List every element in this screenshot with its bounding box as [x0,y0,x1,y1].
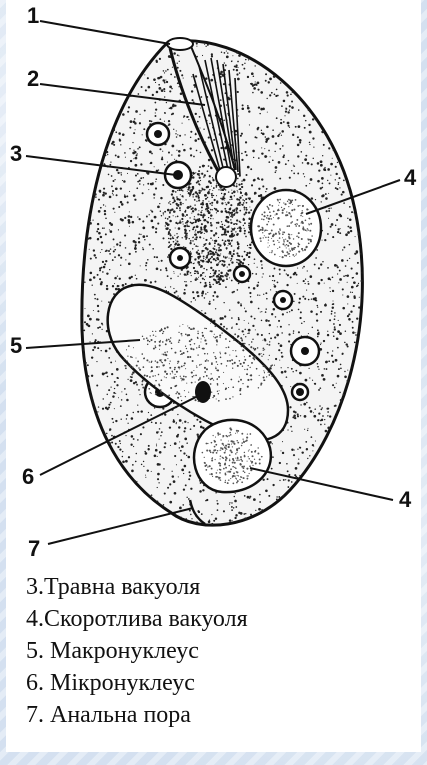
label-6: 6 [22,464,34,490]
label-1: 1 [27,3,39,29]
label-3: 3 [10,141,22,167]
contractile-vacuole-top [251,190,321,266]
legend-item-micronucleus: 6. Мікронуклеус [26,667,248,699]
micronucleus [195,381,211,403]
legend-item-food-vacuole: 3.Травна вакуоля [26,571,248,603]
label-5: 5 [10,333,22,359]
legend-item-anal-pore: 7. Анальна пора [26,699,248,731]
legend-list: 3.Травна вакуоля 4.Скоротлива вакуоля 5.… [26,571,248,731]
label-4a: 4 [404,165,416,191]
legend-item-macronucleus: 5. Макронуклеус [26,635,248,667]
contractile-vacuole-bottom [194,420,271,492]
forming-food-vacuole [216,167,236,187]
legend-item-contractile-vacuole: 4.Скоротлива вакуоля [26,603,248,635]
label-2: 2 [27,66,39,92]
label-4b: 4 [399,487,411,513]
cytostome [167,38,193,50]
label-7: 7 [28,536,40,562]
